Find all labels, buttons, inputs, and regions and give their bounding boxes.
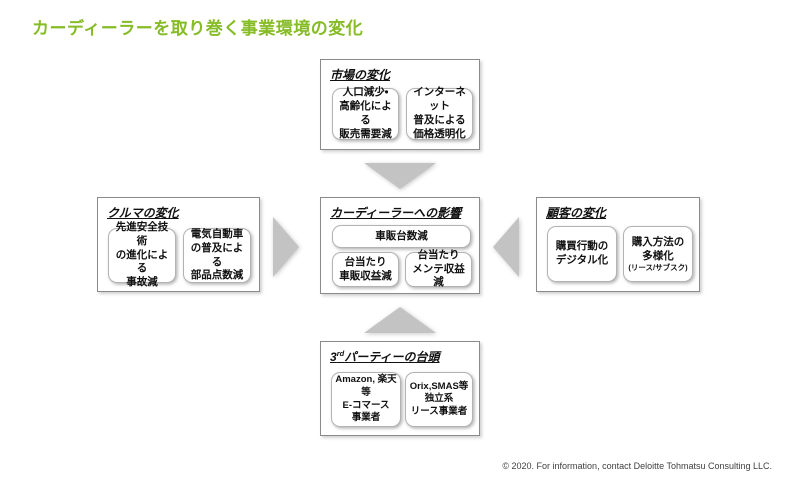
market-item-1: 人口減少・ 高齢化による 販売需要減	[332, 86, 399, 140]
third-party-item-1-line2: E-コマース	[342, 399, 390, 411]
third-party-item-1: Amazon, 楽天等 E-コマース 事業者	[331, 372, 401, 427]
market-item-1-line1: 人口減少・	[342, 86, 389, 99]
car-item-1-line2: の進化による	[115, 248, 169, 275]
group-box-market: 市場の変化 人口減少・ 高齢化による 販売需要減 インターネット 普及による 価…	[320, 59, 480, 150]
customer-item-2-note: (リース/サブスク)	[628, 263, 688, 273]
center-item-2-line2: メンテ収益減	[412, 262, 465, 289]
market-item-1-line3: 販売需要減	[339, 127, 392, 140]
page-title: カーディーラーを取り巻く事業環境の変化	[32, 19, 364, 38]
customer-item-1-line2: デジタル化	[555, 254, 609, 266]
third-party-title-sup: rd	[336, 349, 345, 358]
arrow-market-to-center-icon	[364, 163, 436, 189]
third-party-title-suffix: パーティーの台頭	[344, 350, 440, 364]
customer-item-2-line1: 購入方法の	[631, 235, 685, 248]
arrow-thirdparty-to-center-icon	[364, 307, 436, 333]
third-party-item-2-line2: 独立系	[424, 393, 454, 405]
customer-item-1-line1: 購買行動の	[555, 240, 609, 253]
group-title-customer: 顧客の変化	[546, 206, 607, 220]
third-party-title-prefix: 3	[330, 350, 337, 364]
copyright-footer: © 2020. For information, contact Deloitt…	[502, 461, 772, 471]
car-item-1-line3: 事故減	[126, 276, 158, 289]
third-party-item-2-line3: リース事業者	[410, 405, 468, 417]
customer-item-1: 購買行動の デジタル化	[547, 226, 617, 282]
third-party-item-1-line3: 事業者	[351, 412, 381, 424]
center-item-1: 台当たり 車販収益減	[332, 252, 399, 287]
car-item-2: 電気自動車 の普及による 部品点数減	[183, 228, 251, 283]
center-item-2-line1: 台当たり	[417, 248, 460, 261]
center-item-2: 台当たり メンテ収益減	[405, 248, 472, 288]
group-title-center-impact: カーディーラーへの影響	[330, 206, 462, 220]
car-item-2-line2: の普及による	[190, 241, 244, 268]
market-item-2: インターネット 普及による 価格透明化	[406, 86, 473, 140]
market-item-2-line3: 価格透明化	[413, 127, 466, 140]
customer-item-2-line2: 多様化	[642, 249, 674, 262]
center-headline-item: 車販台数減	[332, 225, 471, 248]
group-box-center-impact: カーディーラーへの影響 車販台数減 台当たり 車販収益減 台当たり メンテ収益減	[320, 197, 480, 294]
center-item-1-line2: 車販収益減	[339, 269, 392, 282]
customer-item-2: 購入方法の 多様化 (リース/サブスク)	[623, 226, 693, 282]
third-party-item-2: Orix,SMAS等 独立系 リース事業者	[405, 372, 473, 427]
group-box-car: クルマの変化 先進安全技術 の進化による 事故減 電気自動車 の普及による 部品…	[97, 197, 260, 292]
car-item-2-line1: 電気自動車	[190, 227, 244, 240]
center-item-1-line1: 台当たり	[344, 255, 387, 268]
arrow-car-to-center-icon	[273, 217, 299, 277]
third-party-item-1-line1: Amazon, 楽天等	[335, 374, 397, 398]
market-item-1-line2: 高齢化による	[339, 100, 392, 126]
group-title-market: 市場の変化	[330, 68, 391, 82]
center-headline-text: 車販台数減	[375, 229, 428, 242]
car-item-1-line1: 先進安全技術	[115, 220, 169, 247]
third-party-item-2-line1: Orix,SMAS等	[409, 380, 469, 392]
car-item-1: 先進安全技術 の進化による 事故減	[108, 221, 176, 288]
car-item-2-line3: 部品点数減	[190, 269, 244, 282]
group-box-third-party: 3rdパーティーの台頭 Amazon, 楽天等 E-コマース 事業者 Orix,…	[320, 341, 480, 436]
arrow-customer-to-center-icon	[493, 217, 519, 277]
group-box-customer: 顧客の変化 購買行動の デジタル化 購入方法の 多様化 (リース/サブスク)	[536, 197, 700, 292]
group-title-car: クルマの変化	[107, 206, 179, 220]
group-title-third-party: 3rdパーティーの台頭	[330, 348, 439, 365]
market-item-2-line1: インターネット	[413, 86, 466, 113]
market-item-2-line2: 普及による	[413, 114, 466, 126]
